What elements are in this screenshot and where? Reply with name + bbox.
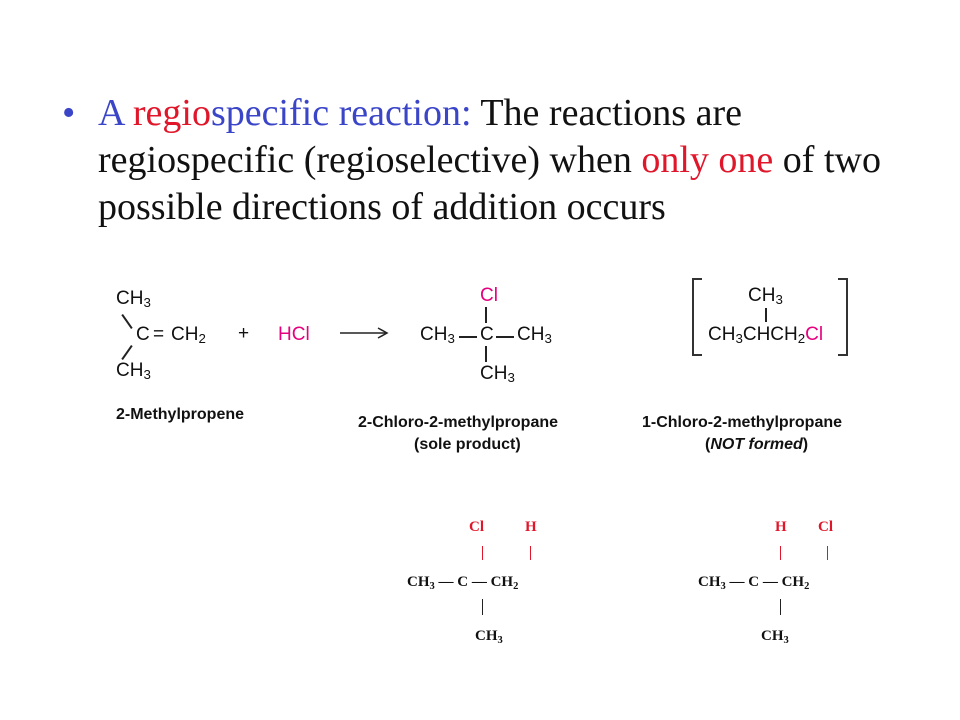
reagent-hcl: HCl	[278, 324, 310, 345]
alt-chain: CH3CHCH2Cl	[708, 324, 824, 346]
reactant-bond-bottom	[121, 344, 133, 361]
ll-h: H	[525, 519, 537, 535]
ll-ch3-bottom: CH3	[475, 628, 503, 646]
product-bond-top	[485, 307, 487, 323]
lr-cl: Cl	[818, 519, 833, 535]
product-bond-bottom	[485, 346, 487, 362]
product-c: C	[480, 324, 494, 345]
reactant-ch2: CH2	[171, 324, 206, 346]
product-bond-left	[459, 336, 477, 338]
reactant-bond-top	[121, 313, 133, 330]
reactant-ch3-bottom: CH3	[116, 360, 151, 382]
bracket-right	[838, 278, 848, 356]
product-note: (sole product)	[414, 436, 521, 453]
product-cl: Cl	[480, 285, 498, 306]
bullet-seg1: A	[98, 92, 133, 134]
product-bond-right	[496, 336, 514, 338]
reactant-name: 2-Methylpropene	[116, 406, 245, 423]
bracket-left	[692, 278, 702, 356]
ll-bond-cl	[482, 546, 483, 560]
ll-chain: CH3 — C — CH2	[407, 574, 519, 592]
bullet-seg3: specific reaction:	[210, 92, 481, 134]
lr-ch3-bottom: CH3	[761, 628, 789, 646]
lr-bond-cl	[827, 546, 828, 560]
reactant-double-bond: =	[153, 324, 165, 345]
product-ch3-left: CH3	[420, 324, 455, 346]
reaction-arrow	[340, 327, 389, 339]
product-ch3-right: CH3	[517, 324, 552, 346]
reactant-c: C	[136, 324, 150, 345]
lr-bond-bottom	[780, 599, 781, 615]
ll-bond-bottom	[482, 599, 483, 615]
bullet-seg2: regio	[132, 92, 211, 134]
bullet-seg6: of two possible directions of addition o…	[98, 139, 881, 228]
alt-bond	[765, 308, 767, 322]
lr-bond-h	[780, 546, 781, 560]
plus-sign: +	[238, 323, 250, 344]
product-name: 2-Chloro-2-methylpropane	[358, 414, 559, 431]
reactant-ch3-top: CH3	[116, 288, 151, 310]
bullet-seg4: The reactions are regiospecific (regiose…	[98, 92, 742, 181]
bullet-text: A regiospecific reaction: The reactions …	[98, 90, 908, 231]
alt-note: (NOT formed)	[705, 436, 809, 453]
ll-cl: Cl	[469, 519, 484, 535]
lr-chain: CH3 — C — CH2	[698, 574, 810, 592]
bullet-dot: •	[62, 92, 76, 134]
lr-h: H	[775, 519, 787, 535]
alt-ch3-top: CH3	[748, 285, 783, 307]
bullet-seg5: only one	[641, 139, 774, 181]
ll-bond-h	[530, 546, 531, 560]
alt-name: 1-Chloro-2-methylpropane	[642, 414, 843, 431]
product-ch3-bottom: CH3	[480, 363, 515, 385]
